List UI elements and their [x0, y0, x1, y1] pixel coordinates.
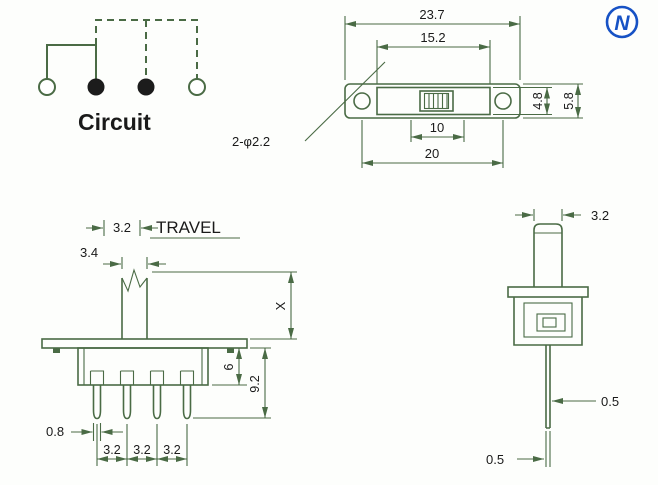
circuit-symbol: Circuit [38, 19, 206, 135]
dim-slot-width-label: 10 [430, 120, 444, 135]
side-contact-inner [542, 317, 557, 328]
dim-height-x: X [152, 271, 297, 340]
pin-4 [182, 385, 192, 420]
pin-1 [92, 385, 102, 420]
front-body [77, 347, 209, 386]
side-pin [545, 345, 551, 429]
dim-inner-width-label: 15.2 [420, 30, 445, 45]
dim-pin-pitch-1-label: 3.2 [103, 443, 120, 457]
circuit-solid-link [46, 44, 97, 79]
hole-note: 2-φ2.2 [232, 61, 386, 149]
travel-label: TRAVEL [156, 218, 221, 237]
dim-body-height-label: 6 [222, 363, 236, 370]
dim-pin-thickness: 0.5 [552, 394, 619, 409]
dim-pin-pitch-3-label: 3.2 [163, 443, 180, 457]
mount-lug-right [227, 348, 234, 353]
dim-outer-height-label: 5.8 [562, 92, 576, 109]
logo-circle-icon [605, 5, 639, 39]
side-body-inner [523, 302, 573, 338]
dim-outer-height: 5.8 [523, 83, 583, 119]
dim-overall-width-label: 23.7 [419, 7, 444, 22]
pin-2 [122, 385, 132, 420]
dim-base-width-label: 20 [425, 146, 439, 161]
top-view-inner-body [376, 86, 491, 116]
dim-total-height: 9.2 [193, 347, 271, 419]
slider-knob-top [419, 90, 454, 112]
slider-knob-inner [423, 92, 450, 110]
dim-travel-label: 3.2 [113, 220, 131, 235]
dim-pin-width-label: 0.8 [46, 424, 64, 439]
dim-body-height: 6 [212, 348, 247, 386]
brand-logo: N [605, 5, 639, 39]
dim-travel: 3.2 [86, 220, 158, 236]
dim-pin-tip-label: 0.5 [486, 452, 504, 467]
dim-pin-tip: 0.5 [486, 431, 551, 467]
dim-knob-thickness-label: 3.2 [591, 208, 609, 223]
dim-knob-width: 3.4 [80, 245, 166, 269]
circuit-label: Circuit [78, 109, 151, 135]
dim-overall-width: 23.7 [344, 7, 521, 80]
mounting-hole-left [353, 92, 371, 110]
front-knob [121, 278, 148, 339]
dim-knob-width-label: 3.4 [80, 245, 98, 260]
slider-knob-hatch [428, 93, 448, 109]
side-body [513, 297, 583, 346]
top-view: 23.7 15.2 2-φ2.2 10 20 4.8 [232, 7, 583, 168]
side-view: 3.2 0.5 0.5 [486, 208, 619, 467]
dim-height-x-label: X [273, 301, 288, 310]
mounting-hole-right [494, 92, 512, 110]
terminal-open-right [188, 78, 206, 96]
dim-total-height-label: 9.2 [248, 375, 262, 392]
dim-inner-height-label: 4.8 [531, 92, 545, 109]
terminal-filled-1 [87, 78, 105, 96]
front-view: 3.2 TRAVEL 3.4 X [41, 218, 297, 466]
dim-inner-height: 4.8 [493, 86, 552, 116]
dim-inner-width: 15.2 [376, 30, 491, 84]
dim-base-width: 20 [361, 120, 504, 168]
mount-lug-left [53, 348, 60, 353]
dim-pin-width: 0.8 [46, 423, 123, 441]
logo-letter: N [614, 12, 630, 35]
dim-knob-thickness: 3.2 [515, 208, 609, 223]
top-view-outer-body [344, 83, 521, 119]
pin-bases [89, 370, 195, 385]
dim-slot-width: 10 [410, 120, 465, 142]
front-body-edges [83, 348, 203, 385]
pin-3 [152, 385, 162, 420]
knob-break-zigzag [121, 268, 148, 293]
dim-pin-pitch-2-label: 3.2 [133, 443, 150, 457]
dim-pin-thickness-label: 0.5 [601, 394, 619, 409]
side-knob [533, 223, 563, 287]
hole-note-label: 2-φ2.2 [232, 134, 270, 149]
front-mounting-plate [41, 338, 248, 349]
dim-pin-pitch: 3.2 3.2 3.2 [96, 424, 188, 466]
terminal-open-left [38, 78, 56, 96]
terminal-filled-2 [137, 78, 155, 96]
side-mounting-plate [507, 286, 589, 298]
side-contact-outer [536, 313, 566, 332]
